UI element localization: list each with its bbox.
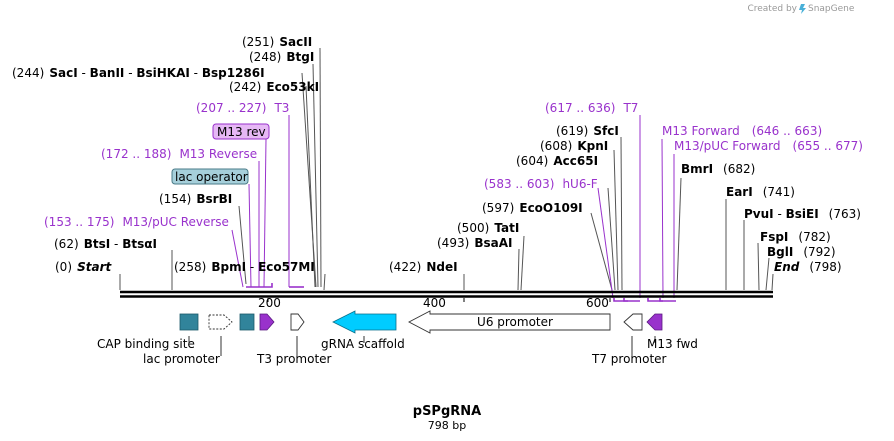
feature-m13-rev-arrow[interactable] — [259, 313, 275, 331]
svg-text:(493) BsaAI: (493) BsaAI — [437, 232, 513, 251]
ruler-ticks — [267, 298, 611, 302]
label-grna-scaffold: gRNA scaffold — [321, 337, 405, 351]
svg-text:FspI(782): FspI(782) — [760, 230, 831, 244]
svg-text:(422) NdeI: (422) NdeI — [389, 256, 458, 275]
svg-text:(583 .. 603)hU6-F: (583 .. 603)hU6-F — [484, 177, 598, 191]
label-m13-fwd: M13 fwd — [647, 337, 698, 351]
svg-text:(258) BpmI - Eco57MI: (258) BpmI - Eco57MI — [174, 256, 315, 275]
svg-text:M13 Forward(646 .. 663): M13 Forward(646 .. 663) — [662, 124, 822, 138]
primer-m13-puc-forward[interactable]: M13/pUC Forward(655 .. 677) — [674, 139, 863, 153]
site-bgli[interactable]: BglI(792) — [767, 245, 836, 259]
feature-t3-promoter[interactable] — [290, 313, 305, 331]
label-lac-promoter: lac promoter — [143, 352, 220, 366]
site-bsrbi[interactable]: (154) BsrBI — [159, 188, 232, 207]
svg-text:(248) BtgI: (248) BtgI — [249, 46, 314, 65]
label-t3-promoter: T3 promoter — [256, 352, 332, 366]
feature-lac-operator[interactable] — [239, 313, 255, 331]
svg-text:(597) EcoO109I: (597) EcoO109I — [482, 197, 583, 216]
svg-text:(207 .. 227)T3: (207 .. 227)T3 — [196, 101, 289, 115]
svg-text:(500) TatI: (500) TatI — [457, 217, 519, 236]
feature-u6-promoter[interactable]: U6 promoter — [408, 310, 611, 334]
connector-lines — [119, 47, 774, 291]
site-ecoo109i[interactable]: (597) EcoO109I — [482, 197, 583, 216]
dna-backbone — [120, 290, 773, 298]
feature-lac-promoter[interactable] — [208, 314, 233, 330]
site-btgi[interactable]: (248) BtgI — [249, 46, 314, 65]
svg-text:lac operator: lac operator — [175, 170, 248, 184]
site-bpmi-group[interactable]: (258) BpmI - Eco57MI — [174, 256, 315, 275]
svg-text:(617 .. 636)T7: (617 .. 636)T7 — [545, 101, 638, 115]
site-saci-group[interactable]: (244) SacI - BanII - BsiHKAI - Bsp1286I — [12, 62, 265, 81]
svg-text:M13/pUC Forward(655 .. 677): M13/pUC Forward(655 .. 677) — [674, 139, 863, 153]
map-length: 798 bp — [428, 419, 466, 432]
site-eari[interactable]: EarI(741) — [726, 185, 795, 199]
site-start[interactable]: (0) Start — [55, 256, 112, 275]
tick-label-200: 200 — [258, 296, 281, 310]
site-bsaai[interactable]: (493) BsaAI — [437, 232, 513, 251]
site-eco53ki[interactable]: (242) Eco53kI — [229, 76, 319, 95]
feature-m13-fwd[interactable] — [646, 313, 663, 331]
credit: Created by SnapGene — [747, 4, 855, 14]
svg-text:(604) Acc65I: (604) Acc65I — [516, 150, 598, 169]
label-cap-binding-site: CAP binding site — [97, 337, 195, 351]
feature-connectors — [188, 336, 656, 356]
tick-label-600: 600 — [586, 296, 609, 310]
site-pvui-group[interactable]: PvuI - BsiEI(763) — [744, 207, 861, 221]
site-fspi[interactable]: FspI(782) — [760, 230, 831, 244]
svg-text:End(798): End(798) — [774, 260, 842, 274]
svg-text:(172 .. 188)M13 Reverse: (172 .. 188)M13 Reverse — [101, 147, 257, 161]
primer-m13-forward[interactable]: M13 Forward(646 .. 663) — [662, 124, 822, 138]
primer-t3[interactable]: (207 .. 227)T3 — [196, 101, 289, 115]
site-bmri[interactable]: BmrI(682) — [681, 162, 755, 176]
svg-text:(244) SacI - BanII - BsiHK: (244) SacI - BanII - BsiHKAI - Bsp1286I — [12, 62, 265, 81]
feature-grna-scaffold[interactable] — [332, 310, 397, 334]
site-sfci[interactable]: (619) SfcI — [556, 120, 619, 139]
svg-text:(154) BsrBI: (154) BsrBI — [159, 188, 232, 207]
snapgene-logo-icon — [799, 4, 806, 14]
primer-connectors — [231, 115, 675, 299]
site-sacii[interactable]: (251) SacII — [242, 31, 312, 50]
primer-bars — [246, 283, 676, 302]
feature-t7-promoter[interactable] — [623, 313, 643, 331]
primer-m13-reverse[interactable]: (172 .. 188)M13 Reverse — [101, 147, 257, 161]
svg-text:(153 .. 175)M13/pUC Reverse: (153 .. 175)M13/pUC Reverse — [44, 215, 229, 229]
primer-hu6-f[interactable]: (583 .. 603)hU6-F — [484, 177, 598, 191]
svg-text:(251) SacII: (251) SacII — [242, 31, 312, 50]
svg-text:BglI(792): BglI(792) — [767, 245, 836, 259]
site-ndei[interactable]: (422) NdeI — [389, 256, 458, 275]
svg-text:PvuI - BsiEI(763): PvuI - BsiEI(763) — [744, 207, 861, 221]
credit-created-by: Created by — [747, 4, 797, 14]
tick-label-400: 400 — [423, 296, 446, 310]
svg-text:(62) BtsI - BtsαI: (62) BtsI - BtsαI — [54, 233, 157, 252]
svg-text:(608) KpnI: (608) KpnI — [540, 135, 608, 154]
primer-m13-puc-reverse[interactable]: (153 .. 175)M13/pUC Reverse — [44, 215, 229, 229]
site-acc65i[interactable]: (604) Acc65I — [516, 150, 598, 169]
credit-brand: SnapGene — [808, 4, 855, 14]
svg-text:(242) Eco53kI: (242) Eco53kI — [229, 76, 319, 95]
site-kpni[interactable]: (608) KpnI — [540, 135, 608, 154]
site-tati[interactable]: (500) TatI — [457, 217, 519, 236]
boxed-lac-operator[interactable]: lac operator — [171, 168, 249, 185]
site-btsi[interactable]: (62) BtsI - BtsαI — [54, 233, 157, 252]
feature-cap-binding-site[interactable] — [179, 313, 199, 331]
svg-text:M13 rev: M13 rev — [217, 125, 266, 139]
boxed-m13-rev[interactable]: M13 rev — [212, 123, 270, 140]
label-t7-promoter: T7 promoter — [591, 352, 667, 366]
svg-text:BmrI(682): BmrI(682) — [681, 162, 755, 176]
u6-promoter-label: U6 promoter — [477, 315, 553, 329]
site-end[interactable]: End(798) — [774, 260, 842, 274]
svg-text:EarI(741): EarI(741) — [726, 185, 795, 199]
svg-text:(0) Start: (0) Start — [55, 256, 112, 275]
map-name: pSPgRNA — [413, 404, 481, 419]
primer-t7[interactable]: (617 .. 636)T7 — [545, 101, 638, 115]
svg-text:(619) SfcI: (619) SfcI — [556, 120, 619, 139]
